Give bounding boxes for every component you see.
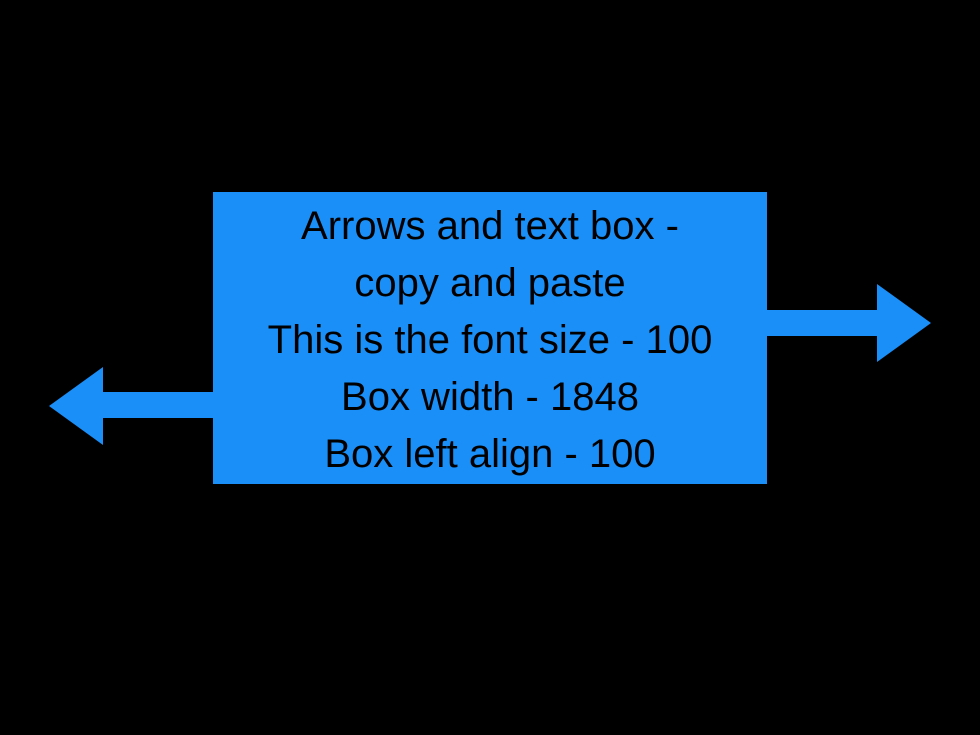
left-arrow[interactable] (49, 367, 220, 445)
right-arrow[interactable] (760, 284, 931, 362)
text-line-3: This is the font size - 100 (267, 318, 713, 362)
text-line-2: copy and paste (354, 261, 626, 305)
text-line-1: Arrows and text box - (301, 204, 679, 248)
right-arrow-shaft (760, 310, 880, 336)
left-arrow-shaft (100, 392, 220, 418)
right-arrow-head (877, 284, 931, 362)
left-arrow-head (49, 367, 103, 445)
text-line-5: Box left align - 100 (324, 432, 656, 476)
text-line-4: Box width - 1848 (341, 375, 639, 419)
text-box[interactable]: Arrows and text box - copy and paste Thi… (213, 192, 767, 484)
